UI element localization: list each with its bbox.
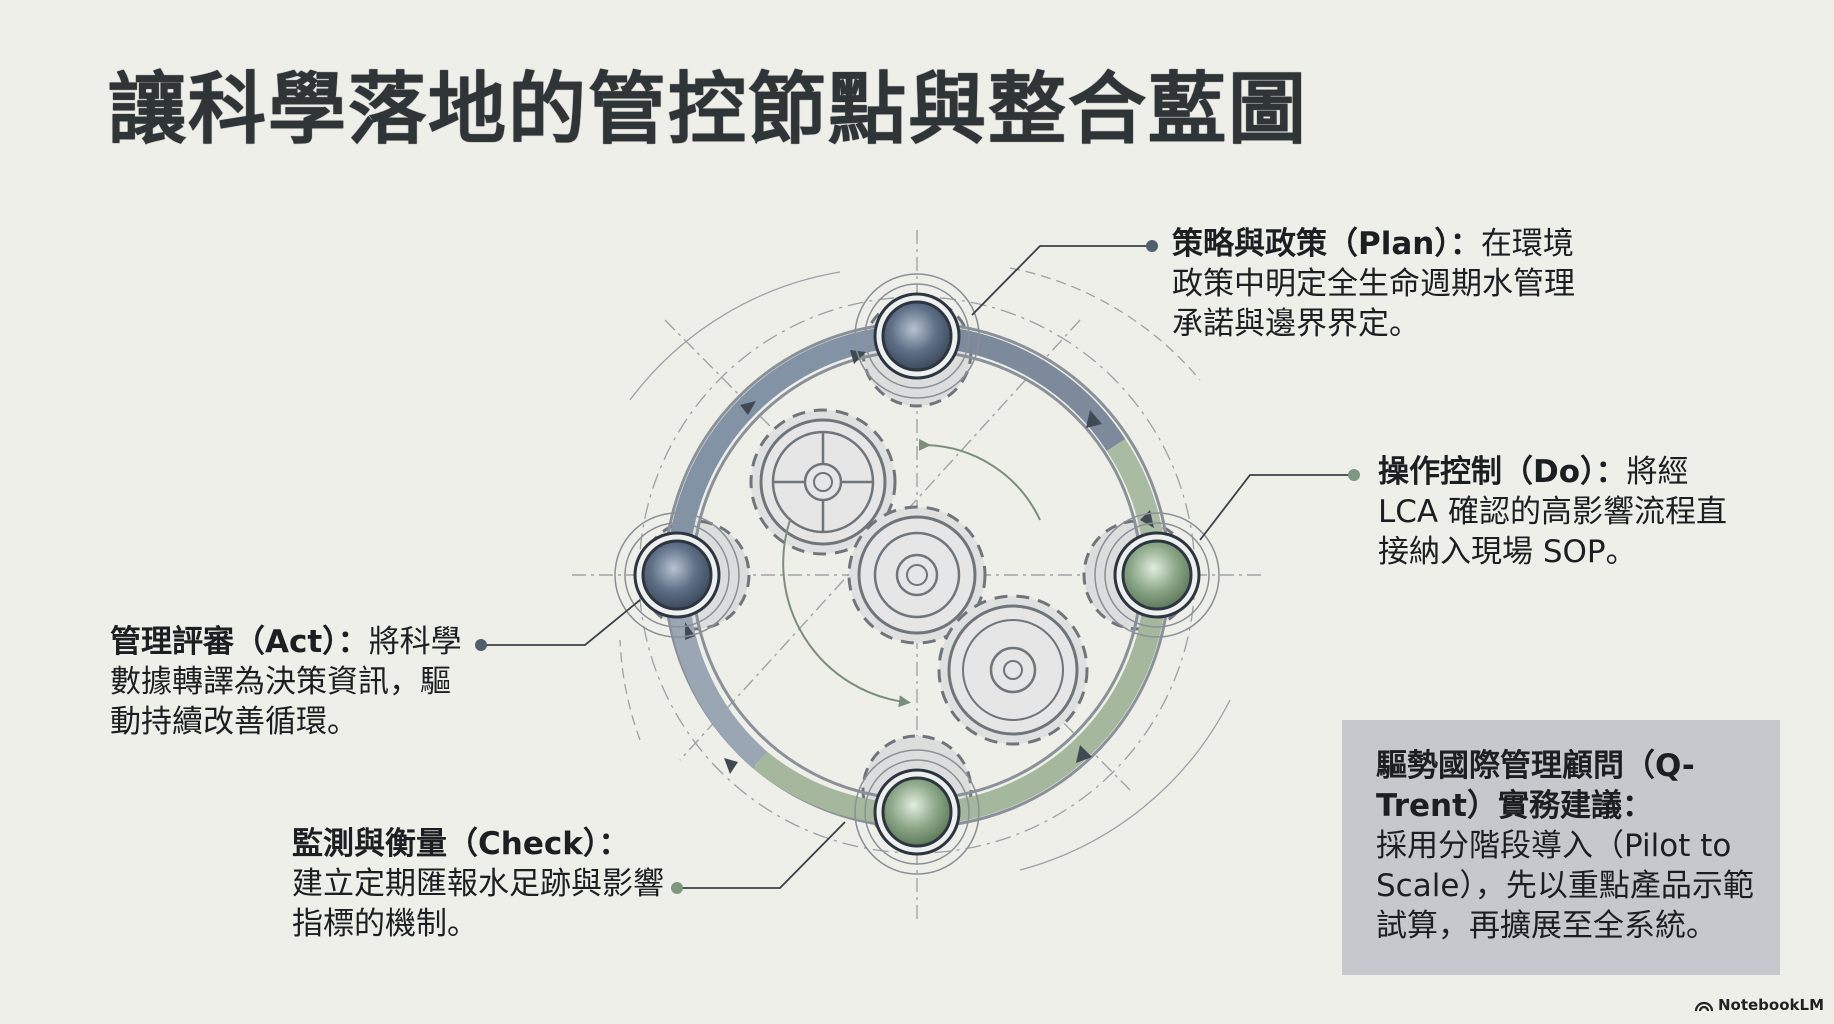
advice-box: 驅勢國際管理顧問（Q-Trent）實務建議：採用分階段導入（Pilot to S…	[1342, 720, 1780, 975]
gear-icon	[847, 505, 987, 645]
page-title: 讓科學落地的管控節點與整合藍圖	[108, 65, 1309, 155]
do-heading: 操作控制（Do）：	[1378, 454, 1627, 490]
do-callout: 操作控制（Do）：將經 LCA 確認的高影響流程直接納入現場 SOP。	[1378, 452, 1748, 572]
leader-dots	[475, 240, 1360, 894]
act-node	[633, 531, 721, 619]
check-node	[873, 768, 961, 856]
gear-icon	[749, 408, 897, 556]
act-description: 將科學數據轉譯為決策資訊，驅動持續改善循環。	[110, 624, 462, 740]
gear-icon	[937, 594, 1089, 746]
advice-heading: 驅勢國際管理顧問（Q-Trent）實務建議：	[1376, 748, 1695, 824]
do-description: 將經 LCA 確認的高影響流程直接納入現場 SOP。	[1378, 454, 1727, 570]
inner-flow-arrows	[782, 438, 1041, 708]
plan-description: 在環境政策中明定全生命週期水管理承諾與邊界界定。	[1172, 226, 1575, 342]
act-callout: 管理評審（Act）：將科學數據轉譯為決策資訊，驅動持續改善循環。	[110, 622, 480, 742]
act-heading: 管理評審（Act）：	[110, 624, 369, 660]
plan-node	[873, 292, 961, 380]
check-heading: 監測與衡量（Check）：	[292, 826, 630, 862]
brand-label: NotebookLM	[1717, 996, 1824, 1014]
check-description: 建立定期匯報水足跡與影響指標的機制。	[292, 866, 664, 942]
leader-lines	[481, 245, 1352, 889]
plan-callout: 策略與政策（Plan）：在環境政策中明定全生命週期水管理承諾與邊界界定。	[1172, 224, 1602, 344]
plan-heading: 策略與政策（Plan）：	[1172, 226, 1481, 262]
brand-watermark: NotebookLM	[1694, 996, 1824, 1014]
do-node	[1113, 531, 1201, 619]
advice-description: 採用分階段導入（Pilot to Scale），先以重點產品示範試算，再擴展至全…	[1376, 828, 1754, 944]
notebooklm-logo-icon	[1694, 1001, 1713, 1011]
check-callout: 監測與衡量（Check）： 建立定期匯報水足跡與影響指標的機制。	[292, 824, 672, 944]
